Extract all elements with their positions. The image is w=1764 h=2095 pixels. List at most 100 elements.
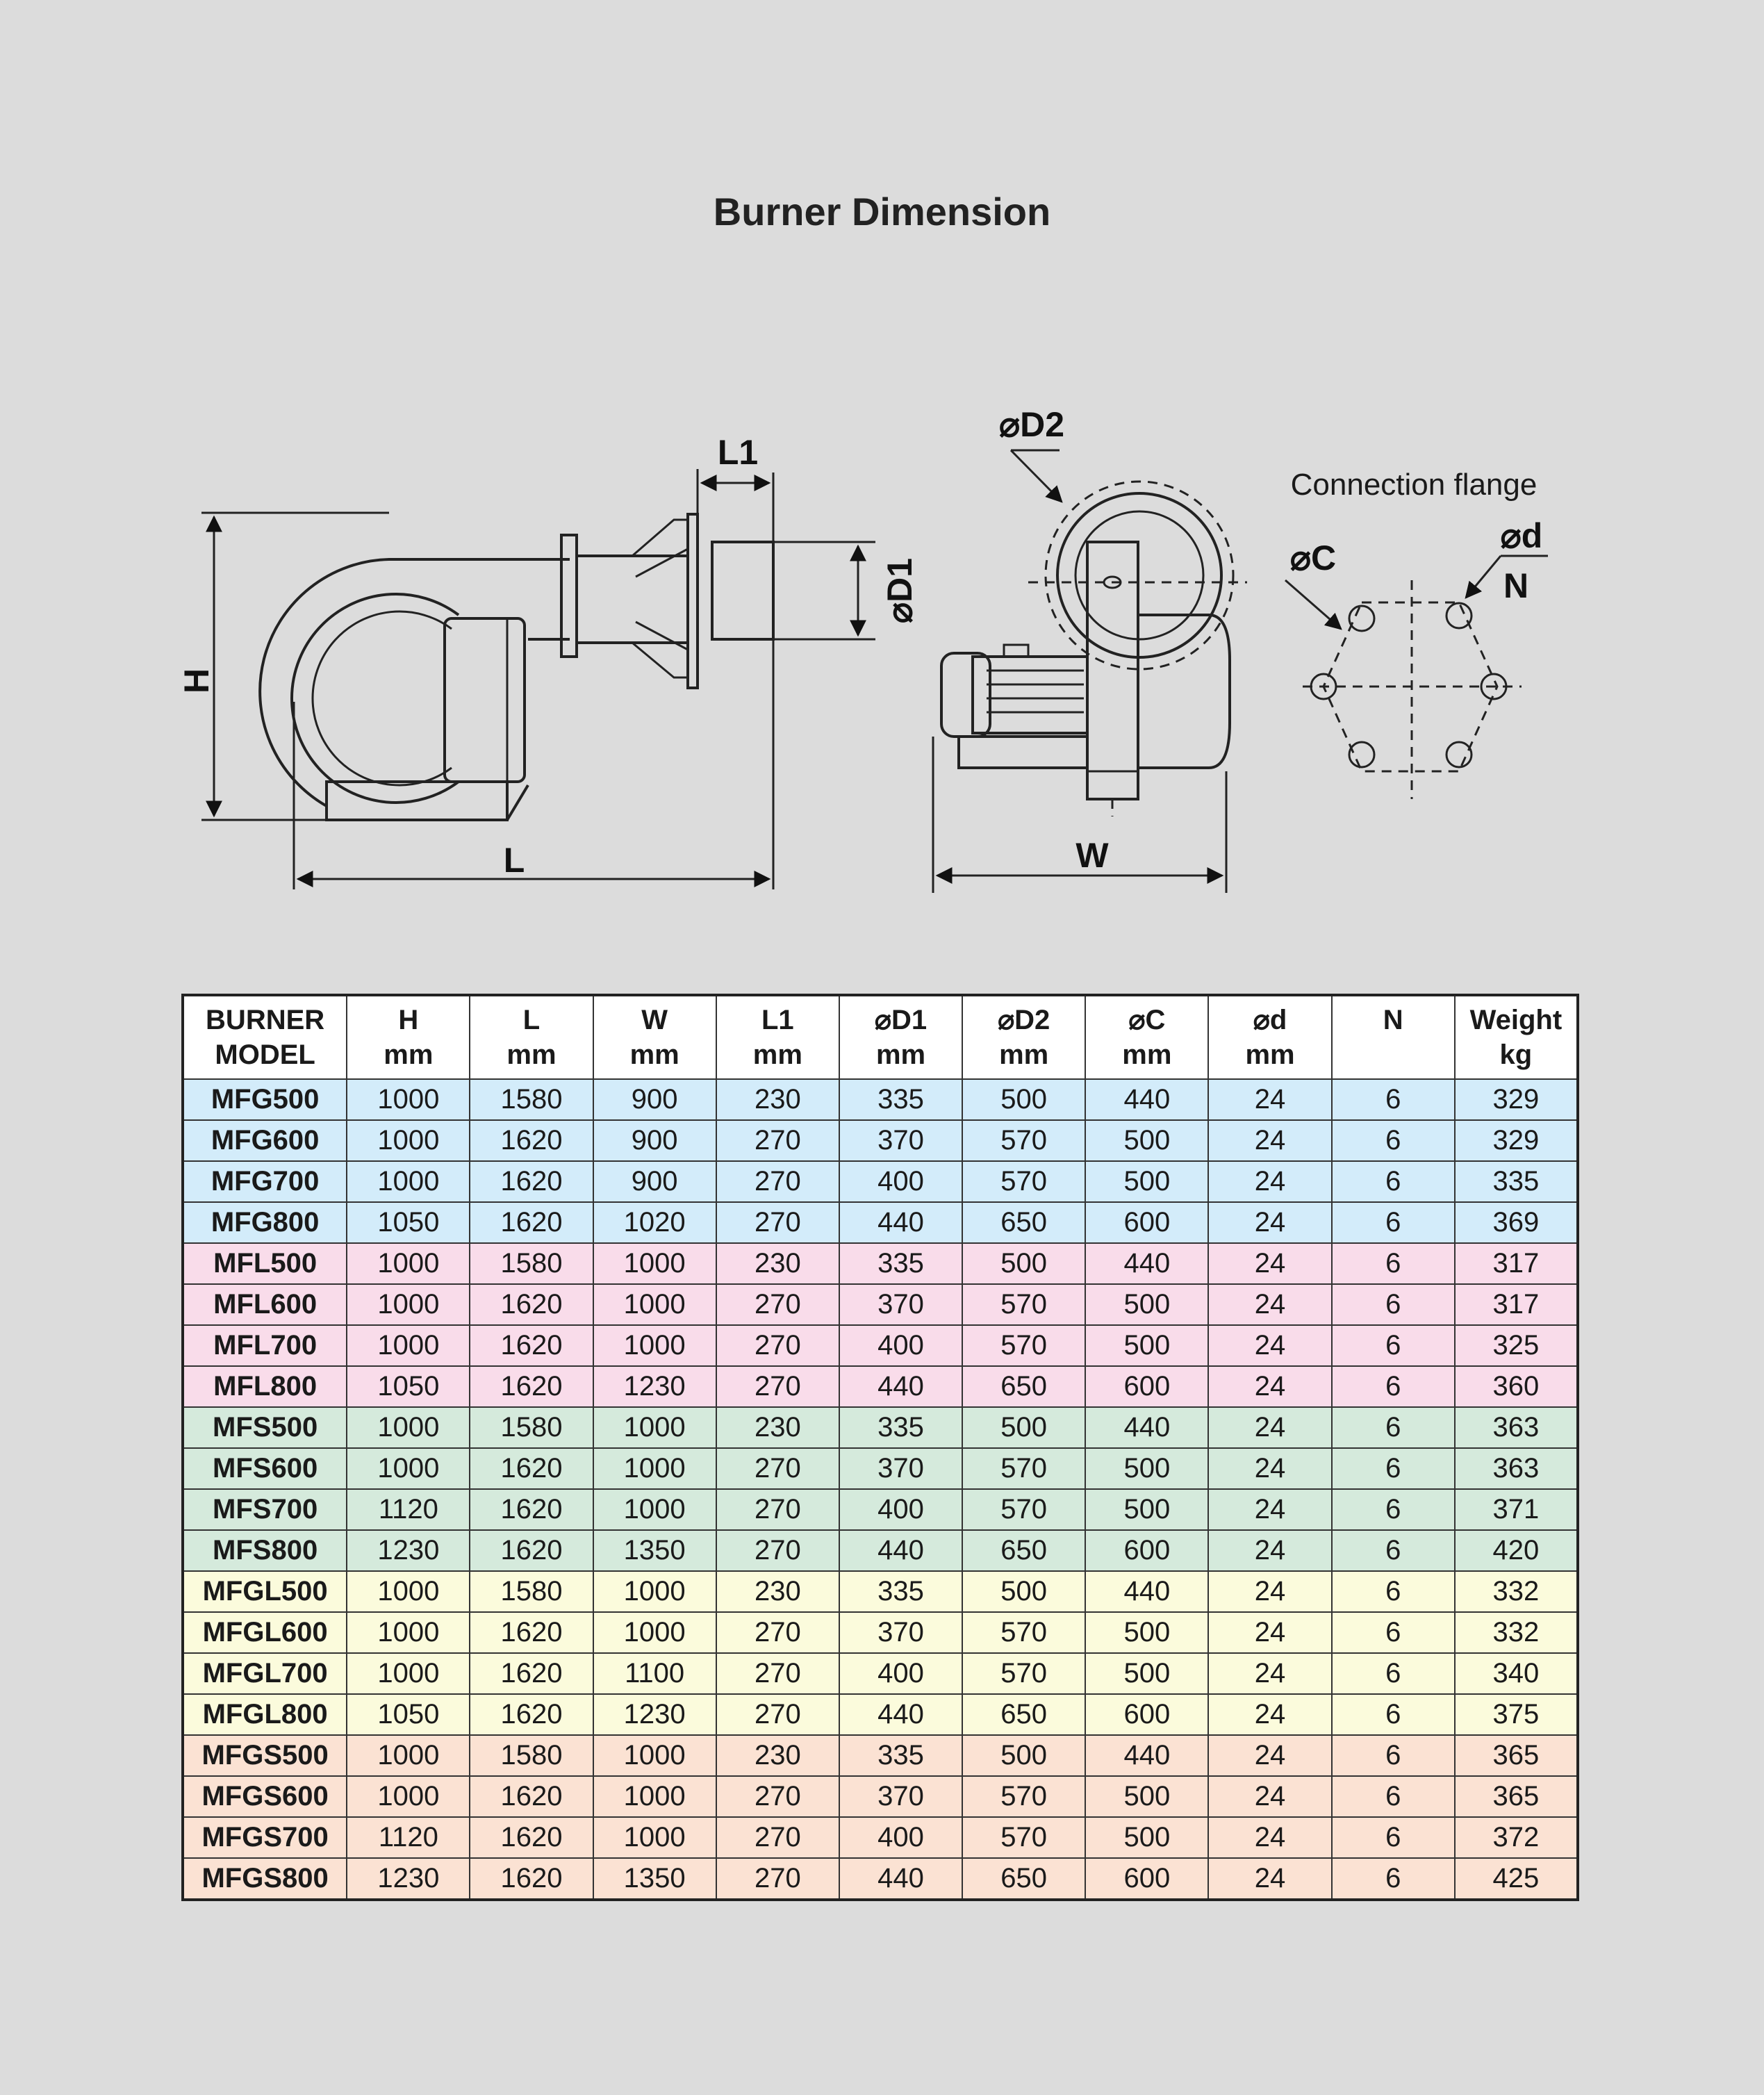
dim-label-c: ⌀C bbox=[1290, 539, 1336, 577]
value-cell: 6 bbox=[1330, 1693, 1456, 1736]
value-cell: 440 bbox=[1085, 1406, 1210, 1449]
value-cell: 270 bbox=[715, 1857, 840, 1900]
value-cell: 329 bbox=[1453, 1078, 1579, 1121]
value-cell: 1620 bbox=[469, 1488, 594, 1531]
value-cell: 1000 bbox=[592, 1775, 717, 1818]
value-cell: 900 bbox=[592, 1119, 717, 1162]
value-cell: 420 bbox=[1453, 1529, 1579, 1572]
value-cell: 24 bbox=[1207, 1734, 1333, 1777]
value-cell: 1000 bbox=[346, 1160, 471, 1203]
value-cell: 335 bbox=[1453, 1160, 1579, 1203]
value-cell: 600 bbox=[1085, 1529, 1210, 1572]
value-cell: 500 bbox=[1085, 1611, 1210, 1654]
value-cell: 363 bbox=[1453, 1406, 1579, 1449]
value-cell: 1020 bbox=[592, 1201, 717, 1244]
value-cell: 6 bbox=[1330, 1201, 1456, 1244]
value-cell: 6 bbox=[1330, 1160, 1456, 1203]
value-cell: 24 bbox=[1207, 1242, 1333, 1285]
value-cell: 1620 bbox=[469, 1816, 594, 1859]
value-cell: 500 bbox=[1085, 1324, 1210, 1367]
value-cell: 6 bbox=[1330, 1406, 1456, 1449]
dim-label-h: H bbox=[177, 668, 216, 693]
value-cell: 1620 bbox=[469, 1447, 594, 1490]
value-cell: 24 bbox=[1207, 1857, 1333, 1900]
column-header-unit: mm bbox=[1245, 1040, 1295, 1070]
value-cell: 1000 bbox=[592, 1488, 717, 1531]
value-cell: 6 bbox=[1330, 1570, 1456, 1613]
value-cell: 370 bbox=[838, 1283, 964, 1326]
value-cell: 230 bbox=[715, 1242, 840, 1285]
value-cell: 1620 bbox=[469, 1119, 594, 1162]
value-cell: 1000 bbox=[346, 1406, 471, 1449]
model-cell: MFGL800 bbox=[181, 1693, 348, 1736]
value-cell: 500 bbox=[1085, 1447, 1210, 1490]
value-cell: 370 bbox=[838, 1611, 964, 1654]
value-cell: 317 bbox=[1453, 1283, 1579, 1326]
value-cell: 325 bbox=[1453, 1324, 1579, 1367]
side-view: H L L1 ⌀D1 bbox=[177, 433, 919, 889]
value-cell: 600 bbox=[1085, 1201, 1210, 1244]
value-cell: 500 bbox=[1085, 1119, 1210, 1162]
value-cell: 1000 bbox=[346, 1119, 471, 1162]
column-header-unit: mm bbox=[1122, 1040, 1172, 1070]
column-header-label: ⌀d bbox=[1253, 1005, 1287, 1035]
value-cell: 1050 bbox=[346, 1693, 471, 1736]
value-cell: 570 bbox=[962, 1816, 1087, 1859]
model-cell: MFG500 bbox=[181, 1078, 348, 1121]
value-cell: 270 bbox=[715, 1119, 840, 1162]
value-cell: 270 bbox=[715, 1693, 840, 1736]
value-cell: 500 bbox=[962, 1078, 1087, 1121]
value-cell: 500 bbox=[962, 1242, 1087, 1285]
value-cell: 270 bbox=[715, 1652, 840, 1695]
column-header: ⌀C mm bbox=[1085, 994, 1210, 1080]
value-cell: 24 bbox=[1207, 1201, 1333, 1244]
value-cell: 1350 bbox=[592, 1857, 717, 1900]
value-cell: 1000 bbox=[592, 1570, 717, 1613]
value-cell: 340 bbox=[1453, 1652, 1579, 1695]
value-cell: 332 bbox=[1453, 1611, 1579, 1654]
column-header-unit bbox=[1333, 1037, 1454, 1072]
column-header: ⌀d mm bbox=[1207, 994, 1333, 1080]
value-cell: 650 bbox=[962, 1365, 1087, 1408]
page-title: Burner Dimension bbox=[713, 190, 1051, 233]
value-cell: 1000 bbox=[346, 1324, 471, 1367]
value-cell: 230 bbox=[715, 1570, 840, 1613]
value-cell: 370 bbox=[838, 1775, 964, 1818]
value-cell: 1580 bbox=[469, 1734, 594, 1777]
value-cell: 570 bbox=[962, 1447, 1087, 1490]
value-cell: 371 bbox=[1453, 1488, 1579, 1531]
value-cell: 335 bbox=[838, 1734, 964, 1777]
column-header-label: W bbox=[641, 1005, 668, 1035]
column-header-unit: mm bbox=[629, 1040, 679, 1070]
value-cell: 270 bbox=[715, 1775, 840, 1818]
model-cell: MFS600 bbox=[181, 1447, 348, 1490]
model-cell: MFGL700 bbox=[181, 1652, 348, 1695]
value-cell: 1580 bbox=[469, 1078, 594, 1121]
value-cell: 900 bbox=[592, 1160, 717, 1203]
value-cell: 24 bbox=[1207, 1283, 1333, 1326]
value-cell: 24 bbox=[1207, 1078, 1333, 1121]
model-cell: MFG600 bbox=[181, 1119, 348, 1162]
column-header-label: ⌀C bbox=[1128, 1005, 1166, 1035]
model-cell: MFGL500 bbox=[181, 1570, 348, 1613]
value-cell: 600 bbox=[1085, 1857, 1210, 1900]
dim-label-l1: L1 bbox=[718, 433, 758, 472]
value-cell: 650 bbox=[962, 1693, 1087, 1736]
dim-label-n: N bbox=[1503, 566, 1528, 605]
value-cell: 1230 bbox=[592, 1365, 717, 1408]
value-cell: 500 bbox=[1085, 1283, 1210, 1326]
value-cell: 1000 bbox=[592, 1283, 717, 1326]
column-header-unit: mm bbox=[999, 1040, 1049, 1070]
value-cell: 335 bbox=[838, 1078, 964, 1121]
value-cell: 1620 bbox=[469, 1775, 594, 1818]
value-cell: 335 bbox=[838, 1406, 964, 1449]
